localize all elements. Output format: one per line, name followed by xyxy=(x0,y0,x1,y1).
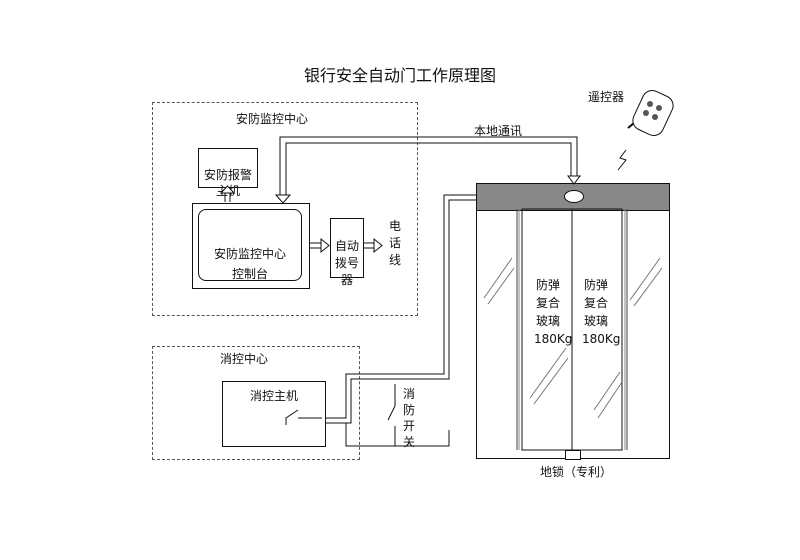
local-comm-link xyxy=(274,136,581,204)
remote-label: 遥控器 xyxy=(588,90,625,104)
security-center-label: 安防监控中心 xyxy=(236,112,309,126)
console-label: 安防监控中心 控制台 xyxy=(213,247,286,281)
glass-right-weight: 180Kg xyxy=(582,332,621,346)
fire-host-switch xyxy=(285,409,322,425)
glass-panels xyxy=(483,208,663,451)
security-center-region xyxy=(152,102,418,316)
phone-line-label: 电 话 线 xyxy=(388,219,401,267)
fire-center-label: 消控中心 xyxy=(220,352,269,366)
console-to-dialer-arrow xyxy=(310,237,330,254)
fire-host-box xyxy=(222,381,326,447)
fire-wiring xyxy=(326,194,476,447)
glass-right-label: 防弹 复合 玻璃 xyxy=(584,278,609,328)
auto-dialer-label: 自动 拨号 器 xyxy=(334,239,359,287)
alarm-host-box: 安防报警 主机 xyxy=(198,148,258,198)
local-comm-label: 本地通讯 xyxy=(474,124,523,138)
glass-left-label: 防弹 复合 玻璃 xyxy=(536,278,561,328)
auto-dialer-box: 自动 拨号 器 xyxy=(330,218,364,287)
glass-left-weight: 180Kg xyxy=(534,332,573,346)
console-to-alarm-arrow xyxy=(219,185,236,202)
door-sensor xyxy=(564,190,584,203)
dialer-to-phone-arrow xyxy=(363,237,383,254)
console-box: 安防监控中心 控制台 xyxy=(198,209,302,281)
alarm-host-label: 安防报警 主机 xyxy=(203,168,252,198)
diagram-title: 银行安全自动门工作原理图 xyxy=(303,66,496,85)
remote-control-icon xyxy=(617,89,674,171)
fire-switch-contact xyxy=(387,384,396,446)
floor-lock-label: 地锁（专利） xyxy=(540,465,613,479)
fire-host-label: 消控主机 xyxy=(250,389,299,403)
fire-center-region xyxy=(152,346,360,460)
